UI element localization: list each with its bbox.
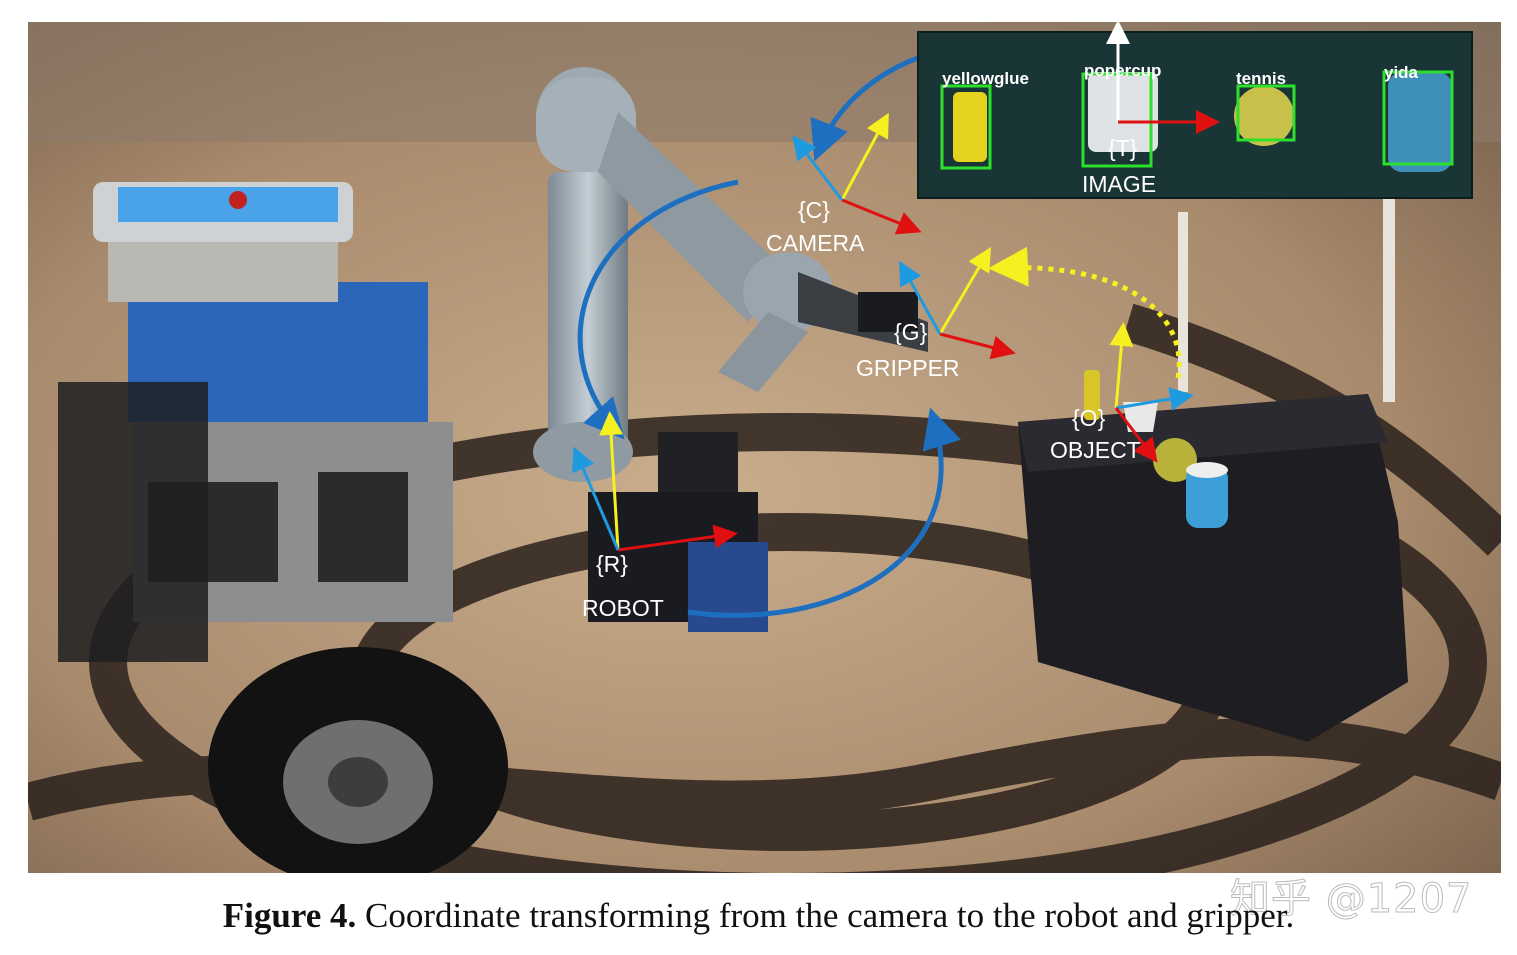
camera-symbol: {C} [798, 197, 830, 223]
gripper-frame-axes [899, 246, 1016, 360]
caption-text: Coordinate transforming from the camera … [365, 896, 1295, 935]
gripper-label: GRIPPER [856, 355, 960, 381]
caption-label: Figure 4. [222, 896, 357, 935]
yida-object [1186, 466, 1228, 528]
watermark: 知乎 @1207 [1230, 876, 1473, 923]
arc-object-to-gripper [988, 246, 1182, 379]
gripper-symbol: {G} [894, 319, 928, 345]
table-cloth [1018, 394, 1408, 742]
det-label-3: yida [1384, 63, 1419, 82]
tennis-ball-object [1153, 438, 1197, 482]
camera-frame-axes [792, 112, 922, 235]
paper-cup-object [1123, 402, 1158, 432]
robot-symbol: {R} [596, 551, 628, 577]
arc-camera-to-robot [577, 179, 739, 440]
det-label-2: tennis [1236, 69, 1286, 88]
box-yida [1382, 70, 1454, 166]
camera-label: CAMERA [766, 230, 865, 256]
det-label-0: yellowglue [942, 69, 1029, 88]
image-symbol: {T} [1108, 135, 1138, 161]
object-label: OBJECT [1050, 437, 1141, 463]
det-label-1: popercup [1084, 61, 1161, 80]
arc-robot-to-gripper [687, 407, 961, 618]
detection-inset: yellowglue popercup tennis yida {T} IMAG… [917, 22, 1473, 199]
image-label: IMAGE [1082, 171, 1156, 197]
figure-photo: {C} CAMERA {G} GRIPPER {R} ROBOT {O} OBJ… [28, 22, 1501, 873]
figure-caption: Figure 4. Coordinate transforming from t… [0, 896, 1517, 936]
yellow-glue-object [1084, 370, 1100, 420]
robot-label: ROBOT [582, 595, 664, 621]
object-frame-axes [1109, 322, 1194, 463]
box-yellowglue [940, 84, 992, 170]
object-symbol: {O} [1072, 405, 1106, 431]
robot-frame-axes [572, 411, 738, 552]
box-tennis [1236, 84, 1296, 142]
